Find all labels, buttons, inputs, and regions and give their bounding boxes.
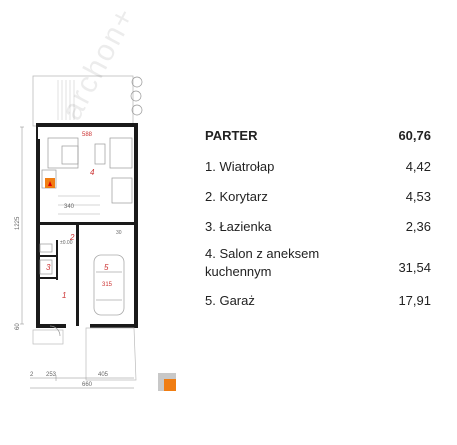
row-label: 3. Łazienka bbox=[205, 219, 272, 234]
dim-zero: ±0.00 bbox=[60, 240, 73, 246]
dim-60: 60 bbox=[15, 323, 21, 330]
dim-left-edge: 2 bbox=[30, 372, 34, 378]
interior-walls bbox=[36, 222, 134, 326]
dim-30: 30 bbox=[116, 230, 122, 236]
row-label: 5. Garaż bbox=[205, 293, 255, 308]
plants-icon bbox=[130, 76, 143, 116]
dim-588: 588 bbox=[82, 132, 93, 138]
driveway bbox=[85, 327, 137, 381]
dim-253: 253 bbox=[46, 372, 57, 378]
dim-315: 315 bbox=[102, 282, 113, 288]
logo-icon bbox=[158, 373, 176, 391]
row-label-line2: kuchennym bbox=[205, 264, 272, 279]
dim-405: 405 bbox=[98, 372, 109, 378]
dim-660: 660 bbox=[82, 382, 93, 388]
living-room-furniture bbox=[41, 137, 133, 204]
room-number-4: 4 bbox=[90, 168, 95, 177]
row-value: 17,91 bbox=[398, 293, 431, 308]
car-icon bbox=[93, 254, 125, 316]
room-number-3: 3 bbox=[46, 263, 51, 272]
row-label: 4. Salon z aneksem bbox=[205, 246, 320, 261]
dimension-lines bbox=[20, 126, 134, 389]
row-value: 2,36 bbox=[405, 219, 431, 234]
room-number-5: 5 bbox=[104, 263, 109, 272]
bathroom-fixtures bbox=[39, 243, 53, 275]
outer-walls bbox=[36, 123, 138, 328]
fire-icon bbox=[48, 181, 52, 186]
dim-1225: 1225 bbox=[15, 216, 21, 230]
entrance-steps bbox=[32, 325, 64, 345]
header-label: PARTER bbox=[205, 128, 258, 143]
row-label: 1. Wiatrołap bbox=[205, 159, 275, 174]
row-label: 2. Korytarz bbox=[205, 189, 268, 204]
room-number-1: 1 bbox=[62, 291, 66, 300]
row-value: 4,53 bbox=[405, 189, 431, 204]
dim-340: 340 bbox=[64, 204, 75, 210]
floor-plan: 1225 60 2 253 405 660 588 340 315 ±0.00 … bbox=[15, 75, 176, 391]
stairs bbox=[58, 195, 100, 215]
row-value: 31,54 bbox=[398, 260, 431, 275]
room-number-2: 2 bbox=[69, 233, 75, 242]
header-total: 60,76 bbox=[398, 128, 431, 143]
row-value: 4,42 bbox=[405, 159, 431, 174]
